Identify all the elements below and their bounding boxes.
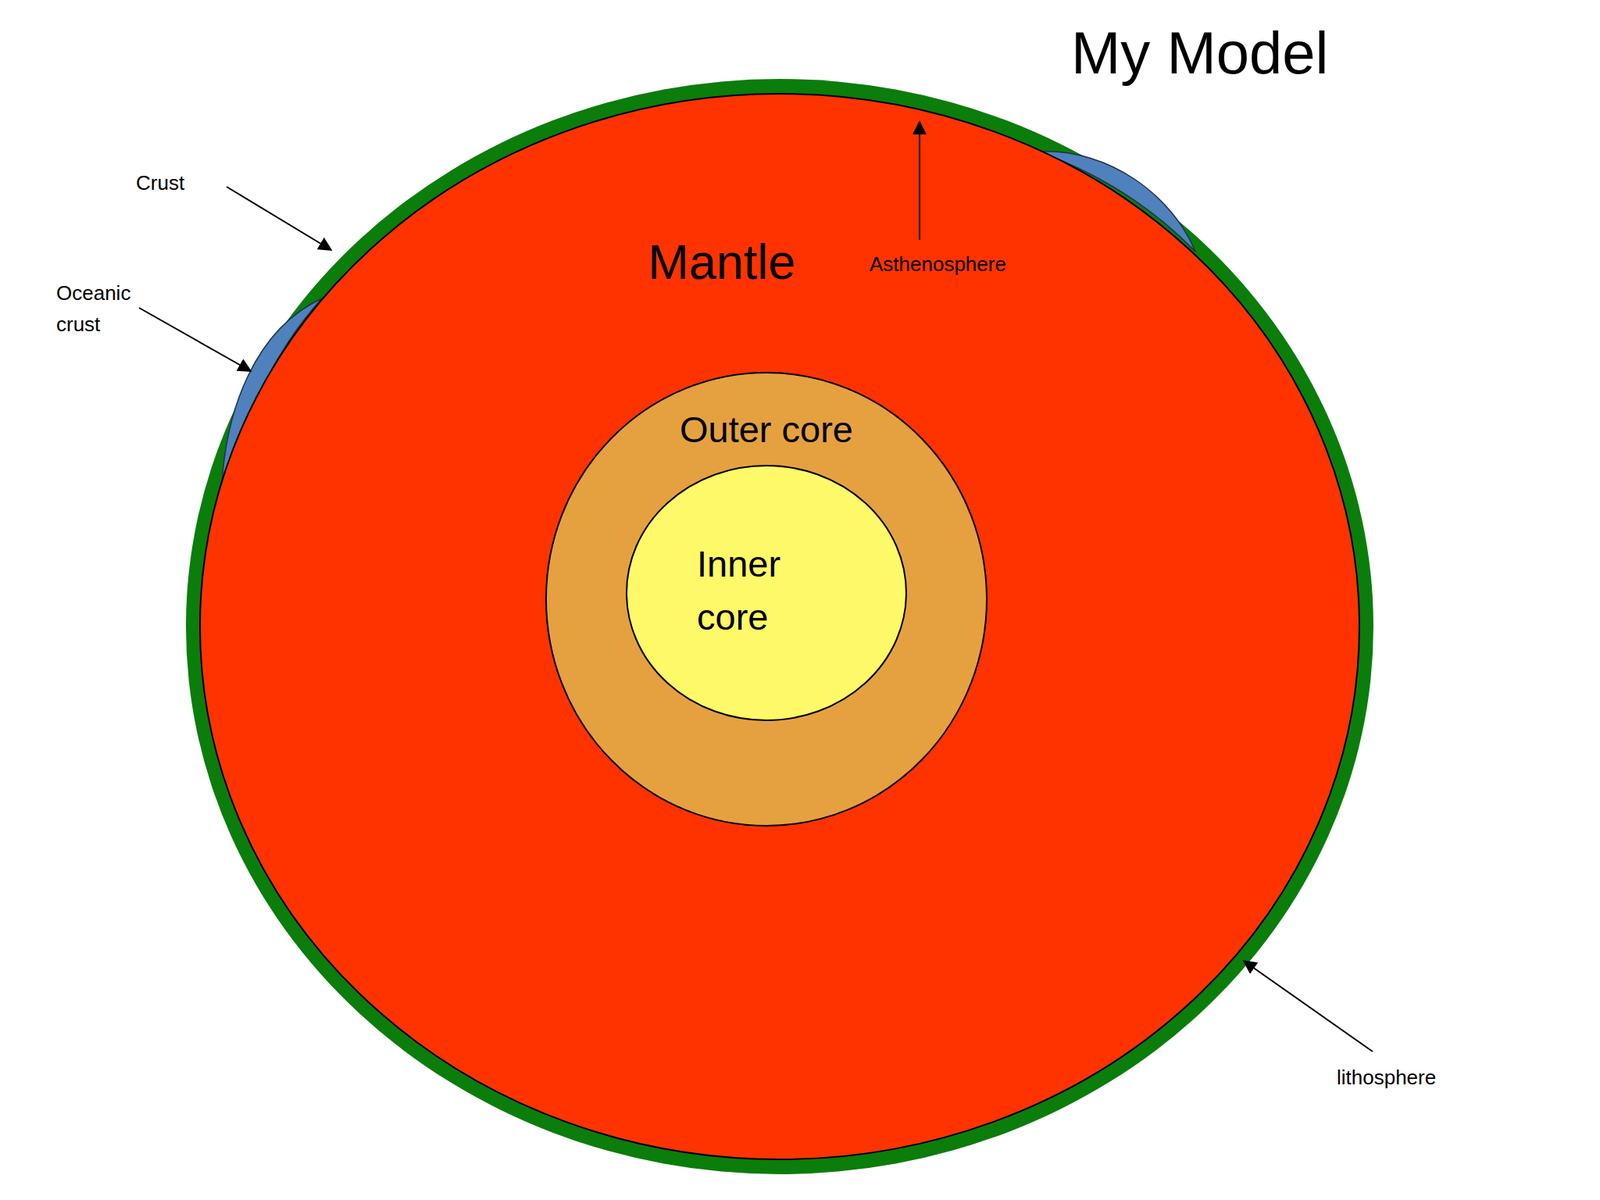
- layer-ellipse: [200, 93, 1360, 1160]
- layer-name: Outer core: [679, 407, 854, 452]
- layer-ellipse: [546, 372, 987, 826]
- leader-arrow: [226, 186, 332, 250]
- mantle-layer: MantleOuter coreInner core: [200, 93, 1360, 1160]
- leader-arrow: [918, 121, 921, 240]
- layer-label: Crust: [135, 171, 185, 196]
- layer-name: Inner core: [696, 537, 830, 644]
- leader-arrow: [1243, 960, 1373, 1052]
- lithosphere-ring: [185, 78, 1374, 1175]
- layer-label: Oceanic crust: [56, 277, 154, 341]
- layer-label: Asthenosphere: [869, 252, 1007, 277]
- outer-core-layer: Outer coreInner core: [546, 372, 987, 826]
- title: My Model: [1071, 17, 1329, 89]
- layer-name: Mantle: [647, 232, 796, 293]
- layer-ellipse: [626, 465, 907, 721]
- inner-core-layer: Inner core: [626, 465, 907, 721]
- leader-arrow: [139, 307, 251, 372]
- layer-outline: [626, 465, 907, 721]
- layer-label: lithosphere: [1336, 1065, 1436, 1090]
